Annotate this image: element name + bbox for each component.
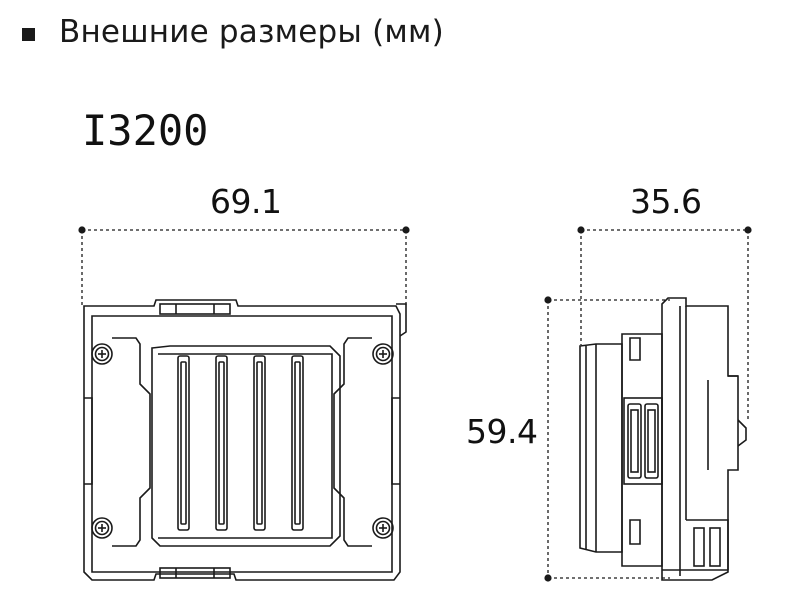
screw-top-left-icon: [91, 343, 113, 365]
dimension-lines: [81, 229, 749, 579]
nozzle-row-3: [253, 355, 266, 531]
front-nozzle-plate: [151, 345, 341, 547]
front-width-dot-right: [402, 226, 410, 234]
side-depth-dot-left: [577, 226, 585, 234]
model-name: I3200: [82, 106, 209, 155]
front-right-rail: [333, 337, 372, 547]
dimension-front-width-label: 69.1: [210, 182, 282, 221]
nozzle-row-2: [215, 355, 228, 531]
section-heading: Внешние размеры (мм): [22, 14, 444, 50]
front-outer-frame: [83, 299, 401, 581]
screw-top-right-icon: [372, 343, 394, 365]
front-bottom-clip: [159, 567, 231, 579]
side-rear-tab: [737, 419, 747, 447]
dimension-side-depth-label: 35.6: [630, 182, 702, 221]
dimension-endpoints: [78, 226, 752, 582]
nozzle-row-4: [291, 355, 304, 531]
height-dot-bottom: [544, 574, 552, 582]
side-connector-window: [623, 397, 663, 485]
section-title: Внешние размеры (мм): [59, 14, 444, 50]
nozzle-row-1: [177, 355, 190, 531]
front-inner-frame: [91, 315, 393, 573]
front-view: [83, 299, 407, 581]
height-dot-top: [544, 296, 552, 304]
nozzle-rows: [177, 355, 304, 531]
screw-bottom-left-icon: [91, 517, 113, 539]
side-depth-dot-right: [744, 226, 752, 234]
front-left-cutout: [84, 397, 93, 485]
front-right-tab: [396, 303, 407, 337]
side-rear-body: [661, 297, 739, 581]
front-left-rail: [112, 337, 151, 547]
screw-bottom-right-icon: [372, 517, 394, 539]
bullet-square-icon: [22, 27, 35, 41]
screws: [91, 343, 394, 539]
side-view: [579, 297, 747, 581]
front-width-dot-left: [78, 226, 86, 234]
dimension-height-label: 59.4: [466, 412, 538, 451]
front-nozzle-plate-inner: [158, 353, 333, 539]
front-top-clip: [159, 303, 231, 315]
